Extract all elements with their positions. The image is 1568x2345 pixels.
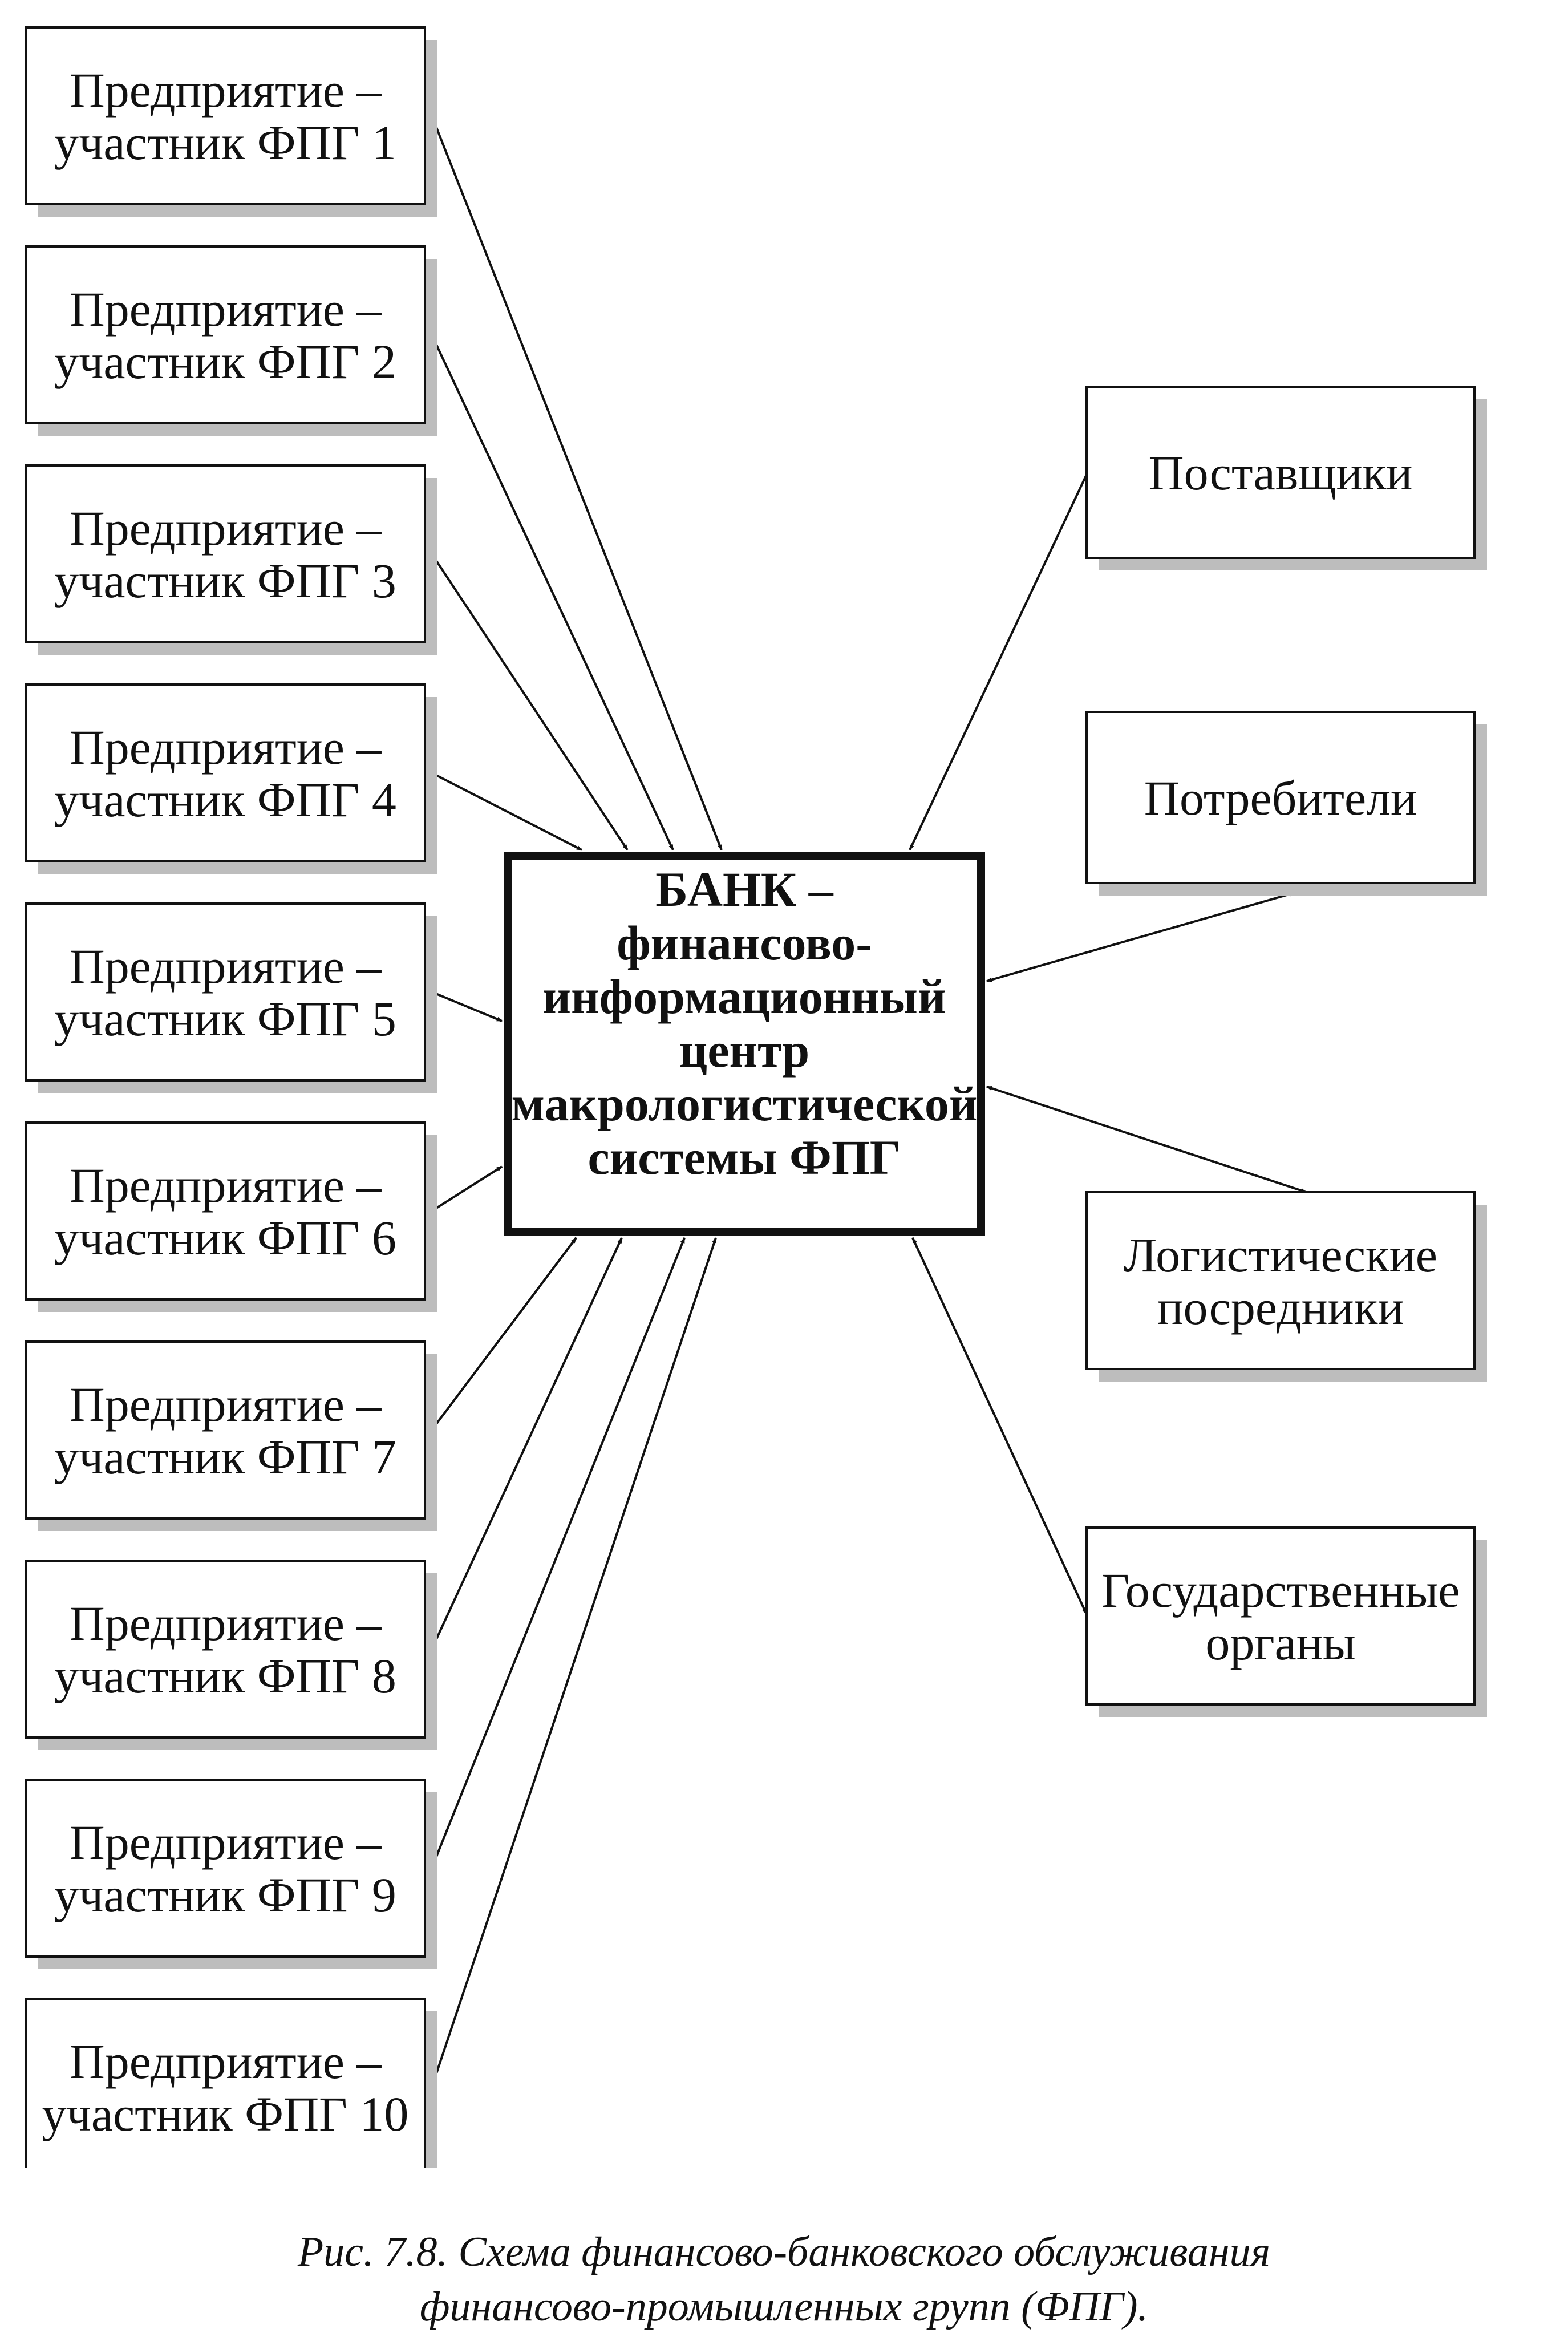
bank-center-text-3: информационный (542, 969, 946, 1024)
caption-line-2: финансово-промышленных групп (ФПГ). (419, 2283, 1149, 2330)
enterprise-box-5-text-2: участник ФПГ 5 (54, 991, 396, 1046)
partner-box-3-text-1: Логистические (1124, 1228, 1437, 1282)
connector-enterprise-1 (431, 115, 723, 850)
connector-enterprise-8 (431, 1237, 623, 1650)
partner-box-2-text-1: Потребители (1144, 771, 1417, 825)
enterprise-box-6: Предприятие –участник ФПГ 6 (25, 1121, 437, 1312)
connector-enterprise-5 (431, 991, 503, 1022)
enterprise-box-4-text-1: Предприятие – (70, 720, 382, 775)
enterprise-box-1-text-1: Предприятие – (70, 63, 382, 118)
enterprise-box-3-text-2: участник ФПГ 3 (54, 553, 396, 608)
connector-enterprise-3 (431, 553, 629, 851)
enterprise-box-6-text-1: Предприятие – (70, 1158, 382, 1213)
partner-box-2-frame (1085, 711, 1476, 884)
enterprise-box-6-frame (25, 1121, 426, 1301)
enterprise-box-9: Предприятие –участник ФПГ 9 (25, 1779, 437, 1969)
connector-enterprise-4 (431, 772, 582, 851)
partner-box-1-text-1: Поставщики (1149, 445, 1413, 500)
enterprise-box-8-text-2: участник ФПГ 8 (54, 1649, 396, 1703)
enterprise-box-9-text-2: участник ФПГ 9 (54, 1868, 396, 1922)
connector-partner-3 (986, 1086, 1307, 1193)
enterprise-box-5-frame (25, 902, 426, 1082)
enterprise-box-7: Предприятие –участник ФПГ 7 (25, 1340, 437, 1531)
enterprise-box-5: Предприятие –участник ФПГ 5 (25, 902, 437, 1093)
enterprise-box-9-frame (25, 1779, 426, 1958)
enterprise-box-4-text-2: участник ФПГ 4 (54, 772, 396, 827)
connector-partner-4 (911, 1237, 1088, 1615)
partner-box-4-text-1: Государственные (1101, 1563, 1460, 1618)
partner-box-1: Поставщики (1085, 386, 1487, 570)
partner-box-4-frame (1085, 1526, 1476, 1706)
connector-enterprise-9 (431, 1237, 686, 1869)
enterprise-box-8-text-1: Предприятие – (70, 1596, 382, 1651)
bank-center-text-6: системы ФПГ (588, 1130, 901, 1185)
bank-center-text-1: БАНК – (655, 862, 834, 917)
connector-enterprise-10 (431, 1237, 717, 2088)
bank-center-text-5: макрологистической (512, 1076, 978, 1131)
enterprise-box-7-frame (25, 1340, 426, 1520)
enterprise-box-10-frame (25, 1998, 426, 2168)
bank-center-node: БАНК –финансово-информационныйцентрмакро… (504, 852, 985, 1236)
partner-box-2: Потребители (1085, 711, 1487, 896)
enterprise-box-2-text-2: участник ФПГ 2 (54, 334, 396, 389)
enterprise-box-4-frame (25, 683, 426, 862)
enterprise-box-3-frame (25, 464, 426, 643)
enterprise-box-3: Предприятие –участник ФПГ 3 (25, 464, 437, 655)
enterprise-box-2-text-1: Предприятие – (70, 282, 382, 337)
connector-enterprise-7 (431, 1237, 577, 1431)
connector-enterprise-2 (431, 334, 674, 850)
enterprise-box-8: Предприятие –участник ФПГ 8 (25, 1560, 437, 1750)
enterprise-box-2: Предприятие –участник ФПГ 2 (25, 245, 437, 436)
connector-partner-1 (909, 456, 1096, 850)
caption-line-1: Рис. 7.8. Схема финансово-банковского об… (297, 2229, 1271, 2275)
enterprise-box-1: Предприятие –участник ФПГ 1 (25, 26, 437, 217)
partner-boxes: ПоставщикиПотребителиЛогистическиепосред… (1085, 386, 1487, 1717)
connectors (431, 115, 1307, 2088)
bank-center-text-4: центр (679, 1023, 809, 1078)
enterprise-box-3-text-1: Предприятие – (70, 501, 382, 556)
enterprise-box-1-text-2: участник ФПГ 1 (54, 115, 396, 170)
enterprise-box-4: Предприятие –участник ФПГ 4 (25, 683, 437, 874)
partner-box-4-text-2: органы (1205, 1615, 1355, 1670)
enterprise-box-8-frame (25, 1560, 426, 1739)
enterprise-box-1-frame (25, 26, 426, 205)
enterprise-box-9-text-1: Предприятие – (70, 1815, 382, 1870)
figure-caption: Рис. 7.8. Схема финансово-банковского об… (0, 2225, 1568, 2334)
bank-center-frame (504, 852, 985, 1236)
enterprise-box-7-text-1: Предприятие – (70, 1377, 382, 1432)
bank-center-text-2: финансово- (617, 916, 872, 970)
enterprise-box-10-text-1: Предприятие – (70, 2034, 382, 2089)
partner-box-3-frame (1085, 1191, 1476, 1370)
enterprise-box-5-text-1: Предприятие – (70, 939, 382, 994)
partner-box-3-text-2: посредники (1157, 1280, 1404, 1335)
connector-partner-2 (986, 892, 1295, 982)
enterprise-box-10: Предприятие –участник ФПГ 10 (25, 1998, 437, 2168)
enterprise-box-7-text-2: участник ФПГ 7 (54, 1429, 396, 1484)
partner-box-1-frame (1085, 386, 1476, 559)
enterprise-box-10-text-2: участник ФПГ 10 (42, 2087, 409, 2141)
enterprise-box-2-frame (25, 245, 426, 424)
connector-enterprise-6 (431, 1165, 503, 1212)
enterprise-box-6-text-2: участник ФПГ 6 (54, 1210, 396, 1265)
